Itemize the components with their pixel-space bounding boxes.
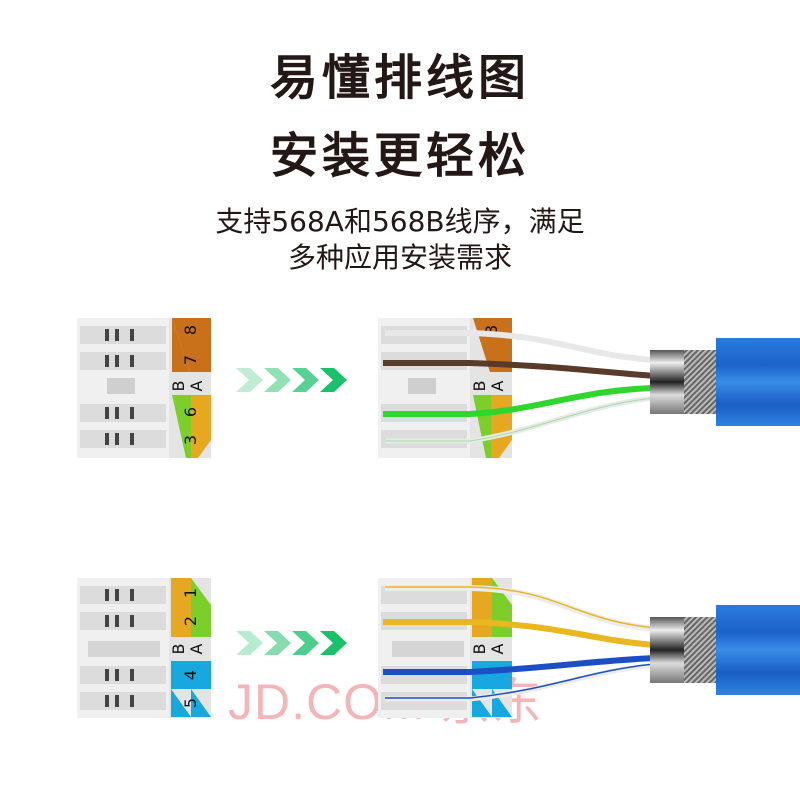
- wire-yellow: [383, 619, 656, 648]
- standard-label-b: B: [169, 381, 188, 392]
- pin-label-8: 8: [482, 325, 501, 335]
- chevron-right-icon: [264, 631, 291, 655]
- pin-label-1: 1: [181, 588, 200, 598]
- wire-white-brown: [385, 330, 656, 363]
- wire-green: [383, 385, 656, 417]
- module-slot: [80, 612, 166, 630]
- standard-label-a: A: [488, 380, 507, 391]
- ethernet-cable-top: [650, 338, 800, 426]
- standard-label-b: B: [470, 381, 489, 392]
- bottom-wiring-scene: 1 2 B A 4 5 B A: [0, 565, 800, 745]
- module-slot: [80, 404, 166, 422]
- module-slot: [80, 326, 166, 344]
- top-wiring-diagram: 8 7 B A 6 3 8 B A: [77, 318, 800, 458]
- chevron-right-icon: [320, 368, 347, 392]
- wire-white-blue: [385, 662, 656, 702]
- pin-label-4: 4: [181, 670, 200, 680]
- chevron-right-icon: [236, 368, 263, 392]
- chevron-right-icon: [236, 631, 263, 655]
- arrows-bottom: [236, 631, 347, 655]
- module-slot: [80, 666, 166, 684]
- arrows-top: [236, 368, 347, 392]
- keystone-module-left-bottom: 1 2 B A 4 5: [77, 578, 211, 718]
- pin-label-3: 3: [181, 435, 200, 445]
- wire-brown: [383, 360, 656, 379]
- wire-white-yellow: [385, 585, 656, 632]
- bottom-wiring-diagram: 1 2 B A 4 5 B A: [77, 578, 800, 718]
- pin-label-6: 6: [181, 407, 200, 417]
- module-slot: [80, 352, 166, 370]
- top-wiring-scene: 8 7 B A 6 3 8 B A: [0, 300, 800, 730]
- subtitle-line-1: 支持568A和568B线序，满足: [215, 205, 585, 238]
- headline-line-1: 易懂排线图: [269, 50, 530, 106]
- standard-label-a: A: [187, 380, 206, 391]
- module-slot: [80, 586, 166, 604]
- chevron-right-icon: [292, 631, 319, 655]
- wire-blue: [383, 655, 656, 675]
- standard-label-a: A: [488, 643, 507, 654]
- pin-label-8: 8: [181, 325, 200, 335]
- module-slot: [80, 692, 166, 710]
- chevron-right-icon: [292, 368, 319, 392]
- pin-label-5: 5: [181, 698, 200, 708]
- pin-label-7: 7: [181, 355, 200, 365]
- chevron-right-icon: [264, 368, 291, 392]
- chevron-right-icon: [320, 631, 347, 655]
- headline-line-2: 安装更轻松: [269, 128, 530, 184]
- standard-label-b: B: [470, 644, 489, 655]
- ethernet-cable-bottom: [650, 605, 800, 695]
- standard-label-a: A: [187, 643, 206, 654]
- standard-label-b: B: [169, 644, 188, 655]
- module-slot: [80, 430, 166, 448]
- keystone-module-left-top: 8 7 B A 6 3: [77, 318, 211, 458]
- pin-label-2: 2: [181, 616, 200, 626]
- subtitle-line-2: 多种应用安装需求: [287, 241, 512, 274]
